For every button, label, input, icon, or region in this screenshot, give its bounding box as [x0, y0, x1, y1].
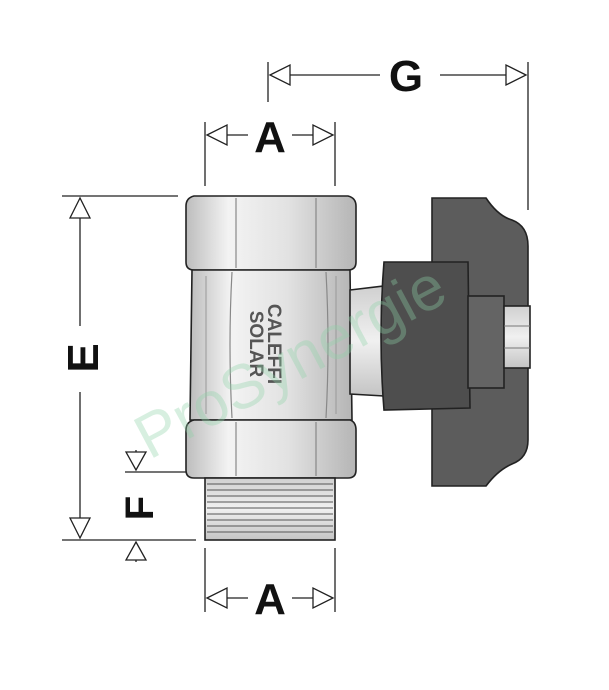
a-top-arrow-right	[312, 123, 335, 147]
f-arrow-top	[124, 451, 148, 472]
label-g: G	[389, 52, 423, 101]
stem-nut	[503, 305, 531, 369]
e-arrow-bottom	[68, 517, 92, 540]
g-arrow-left	[268, 63, 291, 87]
e-arrow-top	[68, 196, 92, 219]
f-arrow-bottom	[124, 540, 148, 561]
dimension-a-bottom	[204, 548, 336, 612]
handle-butterfly	[380, 197, 531, 487]
threaded-connector	[204, 477, 336, 541]
label-a-bottom: A	[254, 575, 286, 624]
dimension-f	[124, 450, 190, 562]
a-bottom-arrow-right	[312, 586, 335, 610]
brand-line1: CALEFFI	[263, 304, 284, 384]
handle-collar	[467, 295, 505, 389]
dimension-a-top	[204, 122, 336, 186]
dimension-g	[267, 62, 529, 210]
dimension-e	[62, 195, 196, 541]
top-hex-nut	[185, 195, 357, 271]
brand-engraving: CALEFFI SOLAR	[245, 304, 284, 384]
bottom-hex-nut	[185, 419, 357, 479]
valve-body	[185, 195, 357, 541]
thread-lines	[207, 483, 333, 533]
a-top-arrow-left	[205, 123, 228, 147]
label-e: E	[59, 343, 108, 372]
a-bottom-arrow-left	[205, 586, 228, 610]
g-arrow-right	[505, 63, 528, 87]
label-f: F	[118, 496, 162, 520]
brand-line2: SOLAR	[245, 311, 266, 378]
label-a-top: A	[254, 113, 286, 162]
handle-hub	[380, 261, 471, 411]
